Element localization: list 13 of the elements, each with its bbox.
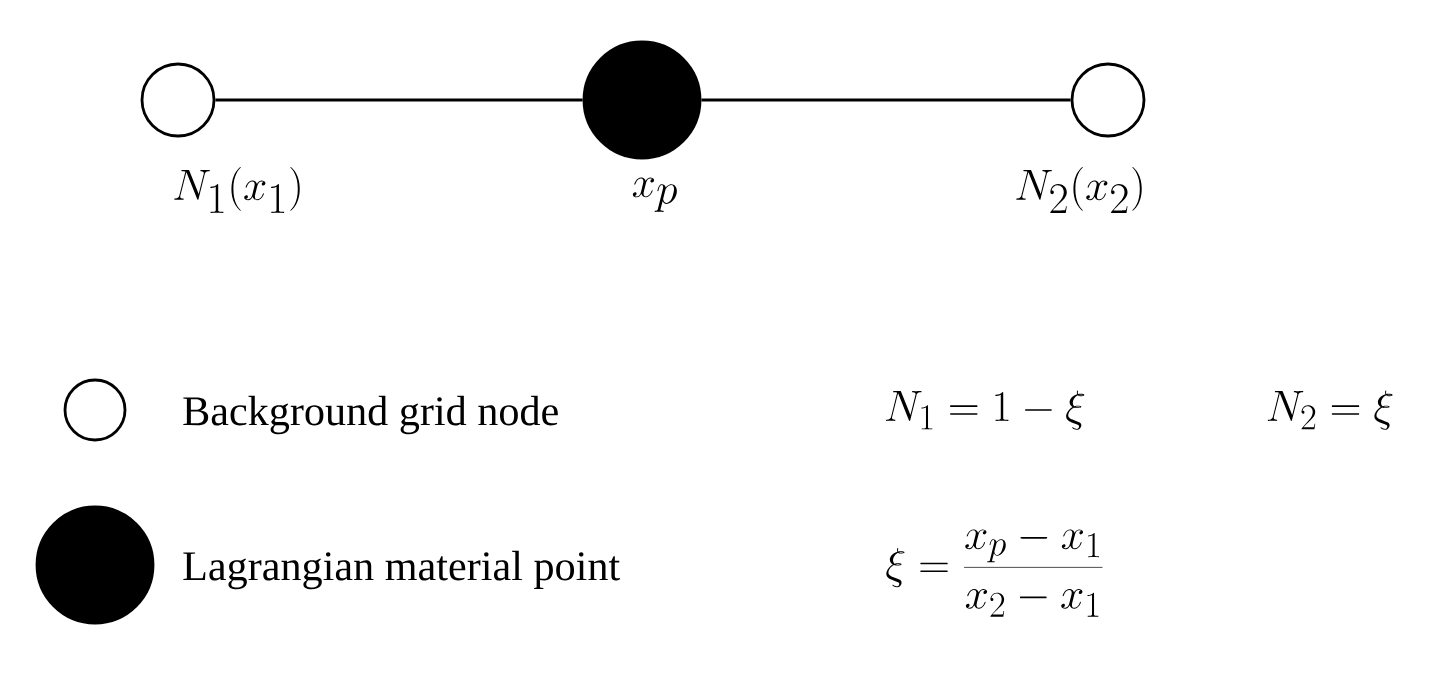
node-label: $N_2(x_2)$ <box>1016 167 1142 213</box>
connector-line <box>701 98 1071 102</box>
grid-node <box>1070 62 1146 138</box>
legend-entry: Lagrangian material point <box>35 505 620 625</box>
formula: $\xi = \frac{x_p - x_1}{x_2 - x_1}$ <box>886 529 1103 617</box>
material-point <box>582 40 702 160</box>
formula: $N_1 = 1-\xi$ <box>886 390 1085 430</box>
legend-entry: Background grid node <box>63 378 558 442</box>
formula: $N_2 = \xi$ <box>1267 390 1393 430</box>
grid-node <box>140 62 216 138</box>
connector-line <box>215 98 583 102</box>
node-label: $x_p$ <box>632 177 677 212</box>
node-label: $N_1(x_1)$ <box>174 167 300 213</box>
